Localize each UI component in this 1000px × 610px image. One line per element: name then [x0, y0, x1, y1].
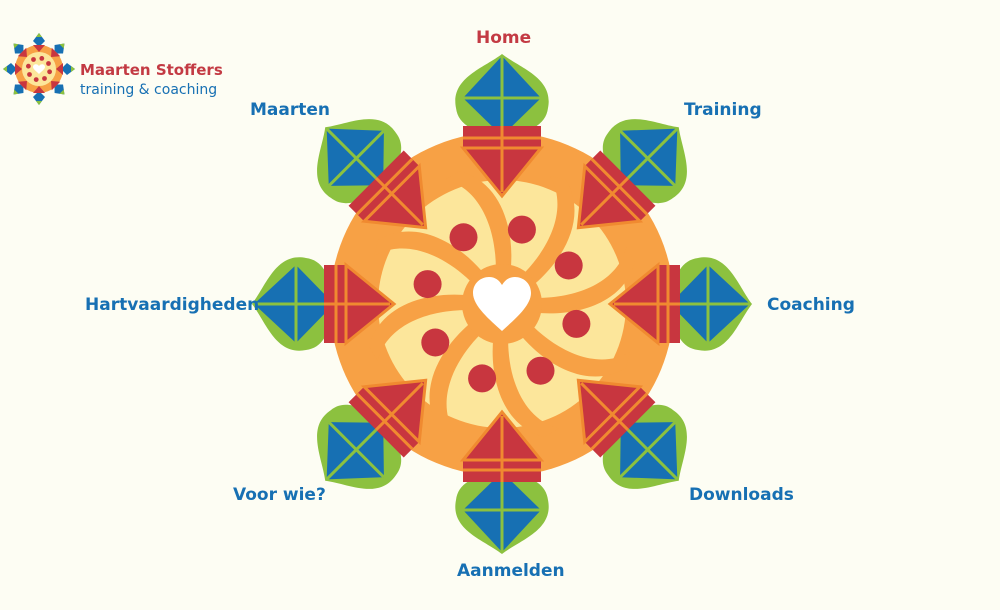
- mandala-dot: [468, 364, 497, 393]
- nav-link-voor-wie[interactable]: Voor wie?: [233, 485, 326, 505]
- petal-right: [607, 261, 680, 347]
- leaf-up: [455, 54, 549, 138]
- swirl-arm: [429, 310, 502, 432]
- swirl-arm: [445, 171, 512, 296]
- swirl-arm: [374, 231, 496, 304]
- mandala-dot: [421, 328, 450, 357]
- nav-link-aanmelden[interactable]: Aanmelden: [457, 561, 565, 581]
- mandala-dot: [554, 251, 583, 280]
- petal-down: [459, 409, 545, 482]
- mandala-dots: [413, 215, 591, 393]
- brand-name: Maarten Stoffers: [80, 61, 223, 79]
- mandala-dot: [449, 223, 478, 252]
- nav-link-home[interactable]: Home: [476, 28, 532, 48]
- nav-link-maarten[interactable]: Maarten: [250, 100, 331, 120]
- petal-downleft: [348, 378, 428, 458]
- petal-left: [324, 261, 397, 347]
- nav-link-coaching[interactable]: Coaching: [767, 295, 855, 315]
- petal-downright: [576, 378, 656, 458]
- heart-icon: [473, 277, 531, 331]
- leaf-down: [455, 470, 549, 554]
- swirl-arm: [369, 294, 494, 361]
- swirl-arm: [502, 176, 575, 298]
- mandala-petals: [324, 126, 680, 482]
- mandala-logo-icon: [3, 33, 75, 105]
- petal-up: [459, 126, 545, 199]
- petal-upright: [576, 150, 656, 230]
- mandala-dot: [562, 309, 591, 338]
- petal-upleft: [348, 150, 428, 230]
- mandala-dot: [526, 356, 555, 385]
- brand-logo[interactable]: Maarten Stoffers training & coaching: [0, 30, 230, 110]
- mandala-dot: [413, 270, 442, 299]
- leaf-right: [668, 257, 752, 351]
- nav-link-training[interactable]: Training: [684, 100, 762, 120]
- mandala-leaves: [252, 54, 752, 554]
- swirl-arm: [510, 247, 635, 314]
- nav-link-hartvaardigheden[interactable]: Hartvaardigheden: [85, 295, 260, 315]
- swirl-arm: [492, 312, 559, 437]
- brand-tagline: training & coaching: [80, 82, 218, 98]
- swirl-arm: [508, 304, 630, 377]
- mandala-dot: [507, 215, 536, 244]
- leaf-left: [252, 257, 336, 351]
- nav-link-downloads[interactable]: Downloads: [689, 485, 794, 505]
